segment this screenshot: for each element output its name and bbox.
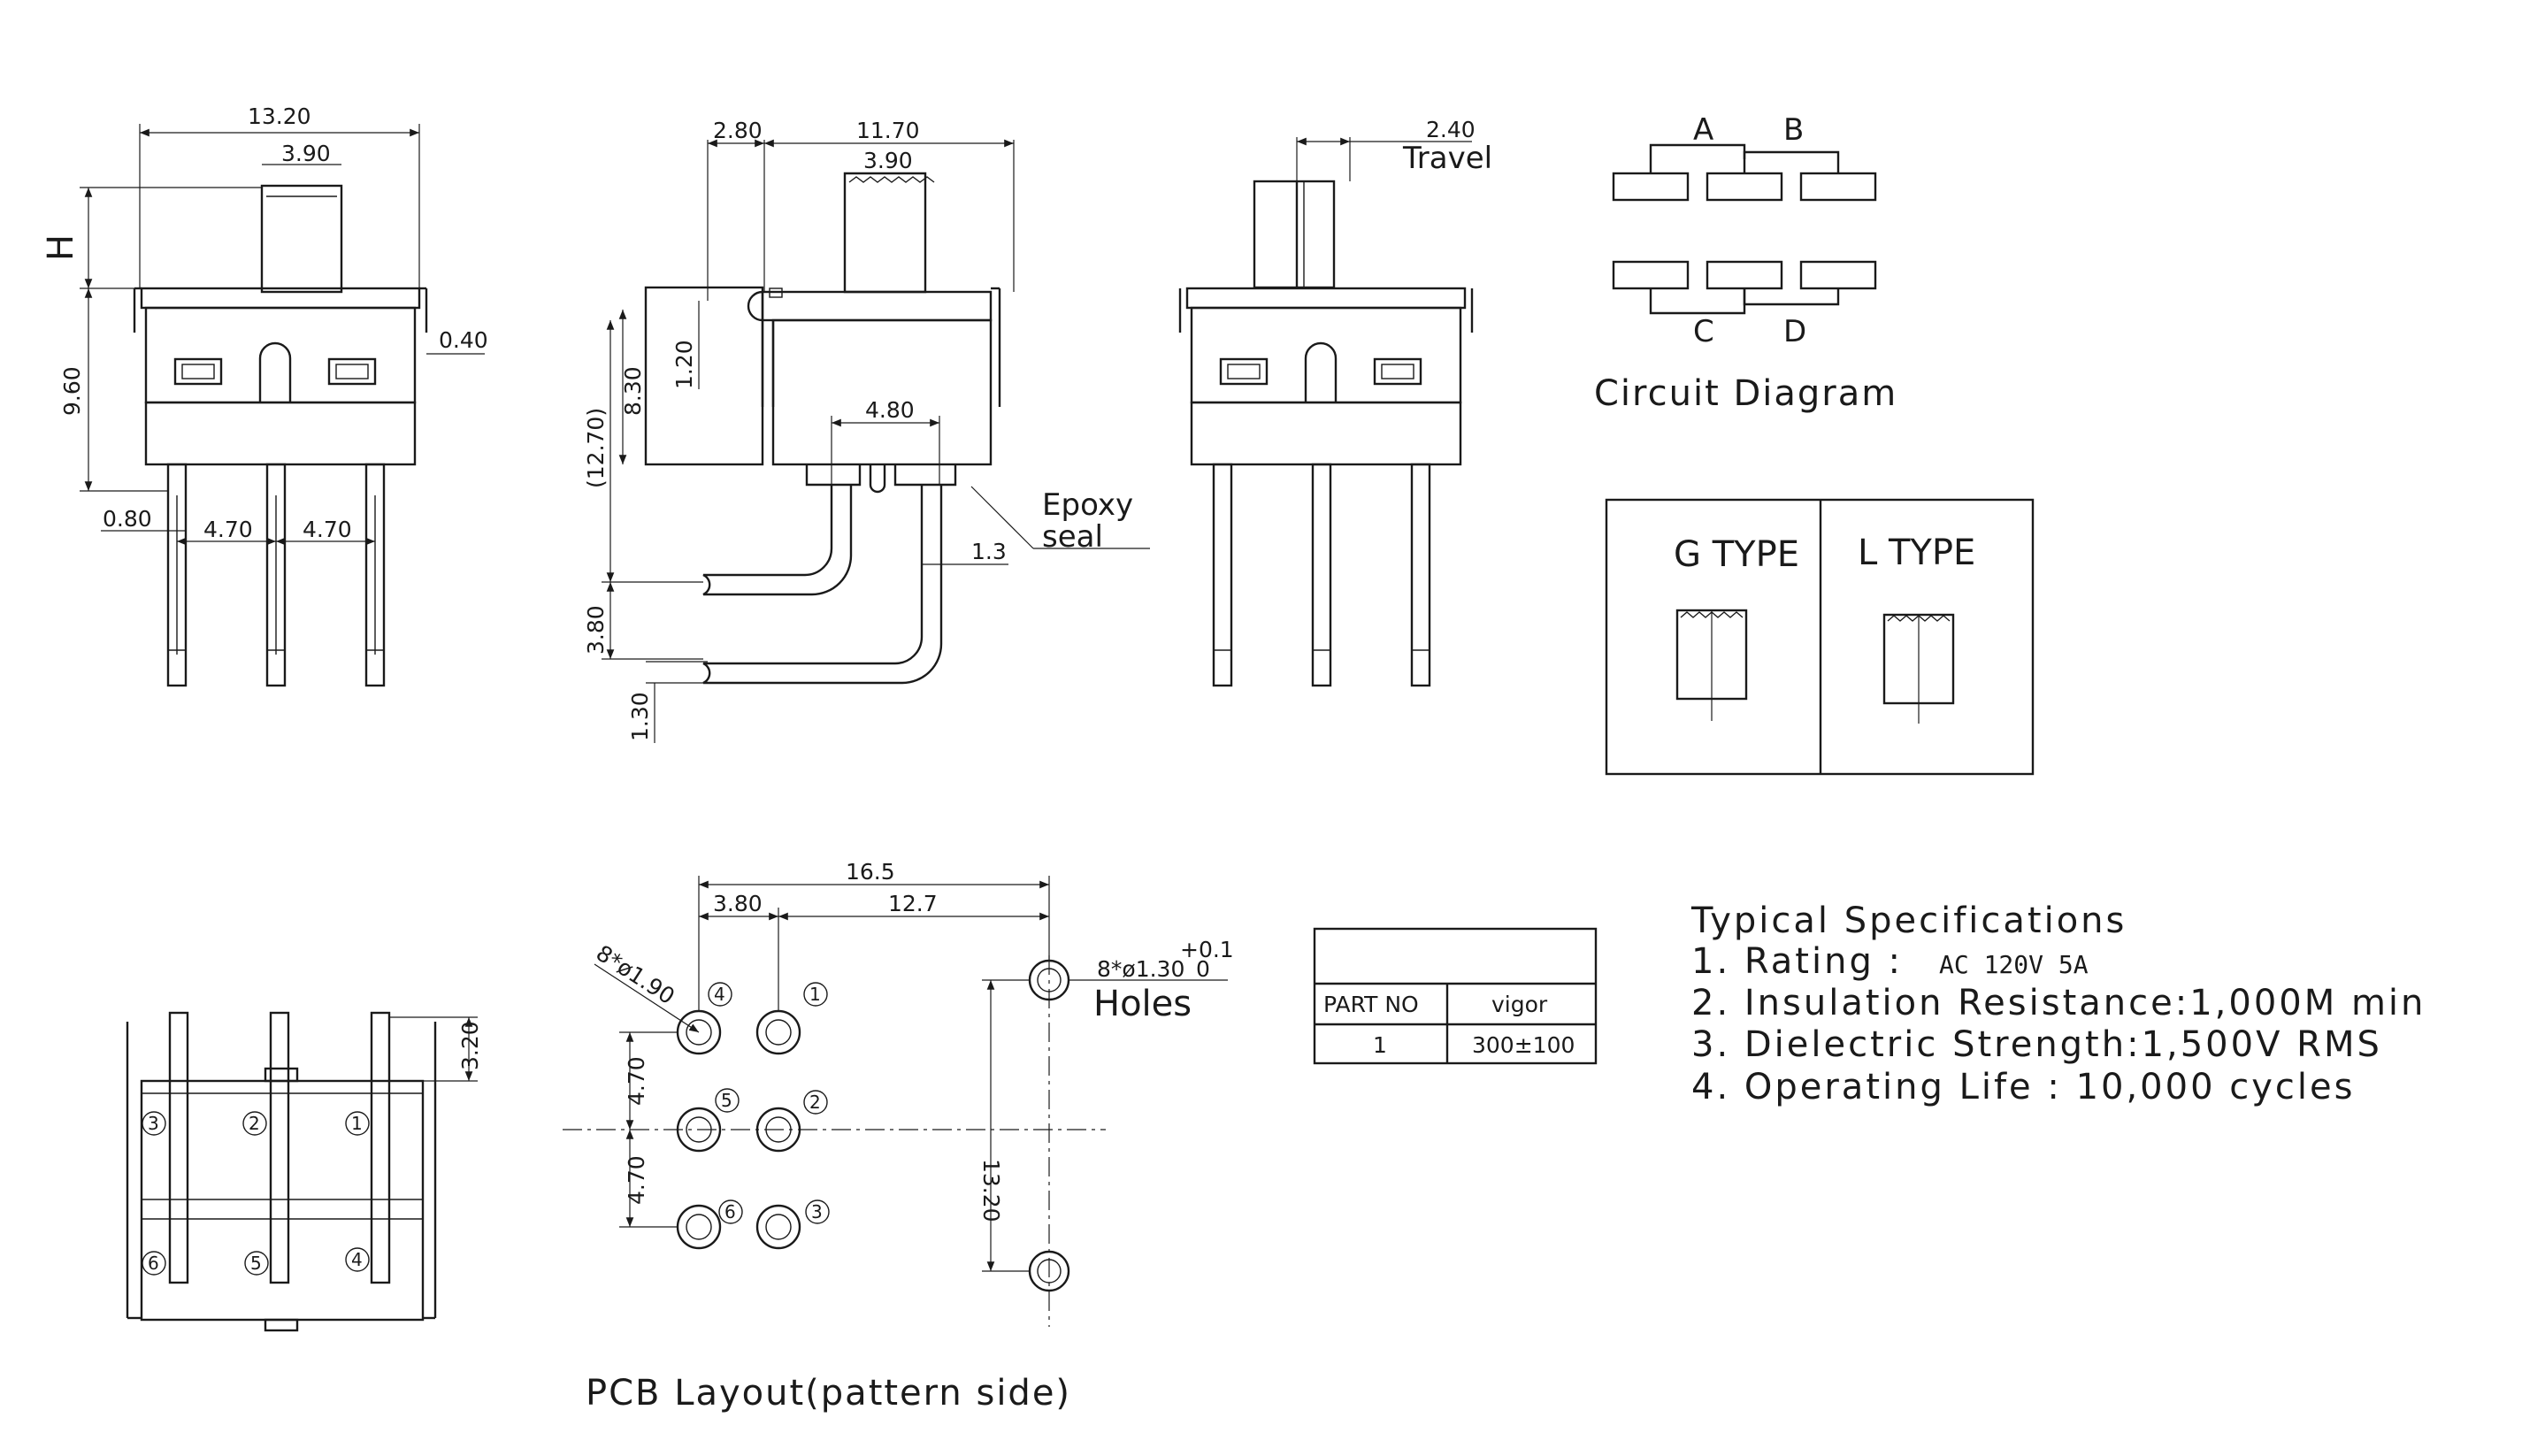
- dim-height-h: H: [41, 234, 81, 261]
- dim-tol-zero: 0: [1196, 956, 1210, 982]
- svg-text:2: 2: [249, 1113, 260, 1134]
- dim-pin-width: 0.80: [103, 506, 152, 532]
- dim-lead-offset: 3.80: [583, 605, 609, 655]
- pcb-pin-4: 4: [708, 982, 732, 1007]
- dim-side-length: 11.70: [856, 118, 920, 143]
- dim-side-notch: 1.20: [671, 340, 697, 389]
- dim-pcb-pitch-a: 4.70: [624, 1056, 649, 1106]
- pcb-title: PCB Layout(pattern side): [586, 1373, 1071, 1414]
- circuit-diagram: A B C D Circuit Diagram: [1594, 112, 1897, 414]
- circuit-label-c: C: [1693, 314, 1714, 349]
- dim-pcb-overall: 16.5: [846, 859, 895, 885]
- pcb-layout: 4 1 5 2 6 3 16.5 3.80 12.7 8*ø1.90 8*ø1.…: [563, 859, 1234, 1414]
- bottom-pin-4: 4: [345, 1247, 370, 1272]
- spec-rating-label: 1. Rating :: [1691, 941, 1903, 982]
- circuit-label-a: A: [1693, 112, 1713, 148]
- svg-text:3: 3: [148, 1113, 159, 1134]
- specifications: Typical Specifications 1. Rating : AC 12…: [1690, 900, 2426, 1107]
- bottom-view: 3.20 3 2 1 6 5 4: [126, 1011, 483, 1332]
- dim-pcb-offset: 3.80: [713, 891, 763, 916]
- dim-mount-span: 13.20: [978, 1159, 1004, 1222]
- dim-tol-plus: +0.1: [1180, 937, 1234, 962]
- bottom-pin-1: 1: [345, 1111, 370, 1136]
- pcb-pin-2: 2: [803, 1090, 828, 1115]
- bottom-pin-6: 6: [142, 1251, 166, 1276]
- dim-travel: 2.40: [1426, 117, 1476, 142]
- dim-body-height: 9.60: [59, 366, 85, 416]
- epoxy-label-line1: Epoxy: [1042, 487, 1133, 523]
- pcb-hole: [676, 1204, 722, 1250]
- pcb-pin-6: 6: [718, 1199, 743, 1224]
- svg-text:2: 2: [809, 1092, 821, 1113]
- holes-label: Holes: [1093, 984, 1192, 1024]
- pcb-pin-5: 5: [715, 1088, 740, 1113]
- svg-text:4: 4: [351, 1249, 363, 1270]
- bottom-pin-3: 3: [142, 1111, 166, 1136]
- svg-text:3: 3: [811, 1201, 823, 1222]
- l-type-label: L TYPE: [1858, 533, 1975, 573]
- epoxy-label-line2: seal: [1042, 519, 1103, 555]
- pcb-hole: [755, 1009, 801, 1055]
- bottom-pin-5: 5: [244, 1251, 269, 1276]
- bottom-pin-2: 2: [242, 1111, 267, 1136]
- circuit-label-d: D: [1783, 314, 1806, 349]
- table-header-vigor: vigor: [1491, 992, 1548, 1017]
- circuit-label-b: B: [1783, 112, 1804, 148]
- svg-text:5: 5: [250, 1253, 262, 1274]
- side-view: 2.80 11.70 3.90 8.30 1.20 (12.70) 3.80 1…: [583, 118, 1150, 743]
- svg-text:6: 6: [148, 1253, 159, 1274]
- dim-pitch-b: 4.70: [303, 517, 352, 542]
- svg-text:5: 5: [721, 1090, 732, 1111]
- dim-side-overall: (12.70): [583, 408, 609, 488]
- svg-text:4: 4: [714, 984, 725, 1005]
- part-table: PART NO vigor 1 300±100: [1313, 927, 1598, 1065]
- dim-total-width: 13.20: [248, 103, 311, 129]
- front-view: 13.20 3.90 H 9.60 0.40 0.80 4.70 4.70: [41, 103, 488, 687]
- dim-side-actuator: 3.90: [863, 148, 913, 173]
- circuit-title: Circuit Diagram: [1594, 373, 1897, 414]
- dim-pin-thick: 1.3: [971, 539, 1007, 564]
- dim-hole-a: 8*ø1.90: [592, 940, 679, 1009]
- table-header-part-no: PART NO: [1323, 992, 1419, 1017]
- svg-text:1: 1: [809, 984, 821, 1005]
- table-cell-vigor: 300±100: [1472, 1032, 1575, 1058]
- dim-lead-thick: 1.30: [627, 692, 653, 741]
- g-type-label: G TYPE: [1674, 534, 1799, 575]
- spec-insulation: 2. Insulation Resistance:1,000M min: [1691, 983, 2426, 1023]
- dim-pcb-pitch-b: 4.70: [624, 1155, 649, 1205]
- dim-pin-gap: 4.80: [865, 397, 915, 423]
- svg-text:6: 6: [724, 1201, 736, 1222]
- dim-pitch-a: 4.70: [203, 517, 253, 542]
- pcb-hole: [676, 1107, 722, 1153]
- pcb-pin-3: 3: [805, 1199, 830, 1224]
- pcb-hole: [755, 1107, 801, 1153]
- dim-hole-b: 8*ø1.30: [1097, 956, 1184, 982]
- travel-label: Travel: [1402, 141, 1492, 176]
- pcb-pin-1: 1: [803, 982, 828, 1007]
- actuator-type-box: G TYPE L TYPE: [1605, 498, 2035, 776]
- dim-wall: 0.40: [439, 327, 488, 353]
- back-view: 2.40 Travel: [1178, 117, 1492, 687]
- table-cell-part-no: 1: [1373, 1032, 1387, 1058]
- specs-title: Typical Specifications: [1690, 900, 2127, 941]
- dim-side-offset: 2.80: [713, 118, 763, 143]
- pcb-hole: [755, 1204, 801, 1250]
- svg-text:1: 1: [351, 1113, 363, 1134]
- spec-life: 4. Operating Life : 10,000 cycles: [1691, 1067, 2355, 1107]
- dim-pcb-span: 12.7: [888, 891, 938, 916]
- dim-side-height: 8.30: [620, 366, 646, 416]
- dim-bottom-tab: 3.20: [457, 1021, 483, 1070]
- spec-dielectric: 3. Dielectric Strength:1,500V RMS: [1691, 1024, 2382, 1065]
- dim-actuator-width: 3.90: [281, 141, 331, 166]
- spec-rating-value: AC 120V 5A: [1939, 950, 2089, 979]
